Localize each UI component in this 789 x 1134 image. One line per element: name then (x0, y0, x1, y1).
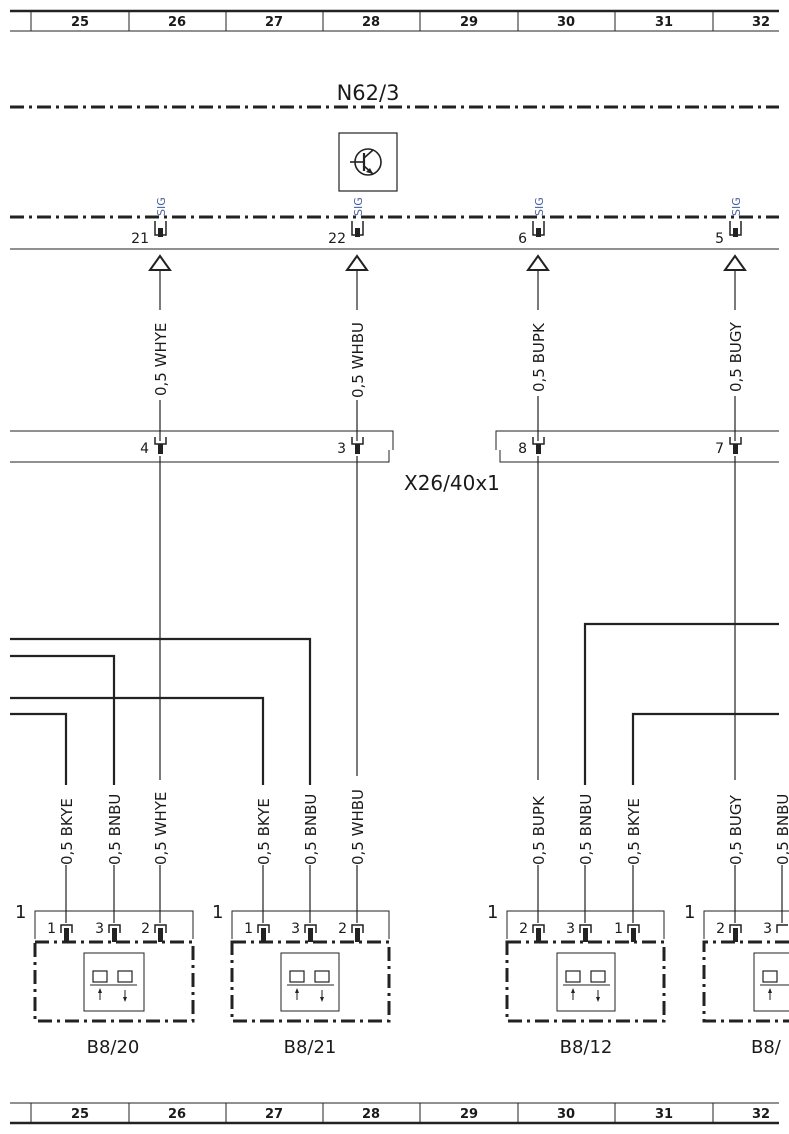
wire-label: 0,5 BUPK (530, 322, 548, 392)
supply-wires (10, 622, 779, 785)
transistor-icon (338, 132, 398, 192)
signal-label: SIG (155, 197, 168, 216)
column-label: 32 (752, 1107, 770, 1122)
ecu-name: N62/3 (337, 81, 400, 105)
column-label: 27 (265, 1107, 283, 1122)
wire-label: 0,5 BUGY (727, 321, 745, 392)
column-label: 29 (460, 15, 478, 30)
column-label: 28 (362, 15, 380, 30)
sensor-index: 1 (487, 902, 498, 923)
wire-label: 0,5 BKYE (58, 798, 76, 865)
column-label: 25 (71, 15, 89, 30)
wire-label: 0,5 BNBU (302, 794, 320, 865)
connector-pin-number: 8 (518, 441, 527, 457)
connector-pin-number: 3 (337, 441, 346, 457)
sensor-pin-number: 2 (716, 921, 725, 937)
sensor-name: B8/12 (560, 1037, 613, 1058)
column-label: 26 (168, 15, 186, 30)
sensor-pin-number: 3 (291, 921, 300, 937)
sensor-pin-number: 2 (338, 921, 347, 937)
sensor-pin-number: 1 (244, 921, 253, 937)
hall-sensor-icon (83, 952, 145, 1012)
signal-wires (159, 270, 736, 780)
sensor-pin-number: 3 (763, 921, 772, 937)
ecu-pin-number: 22 (328, 231, 346, 247)
signal-label: SIG (730, 197, 743, 216)
ecu-pin-number: 5 (715, 231, 724, 247)
wire-label: 0,5 BKYE (625, 798, 643, 865)
sensor-name: B8/20 (87, 1037, 140, 1058)
sensor-name: B8/ (751, 1037, 782, 1058)
sensor-name: B8/21 (284, 1037, 337, 1058)
top-column-ruler: 25 26 27 28 29 30 31 32 (10, 9, 779, 32)
test-point-icons (148, 254, 747, 271)
sensor-b8-20: 1 1 3 2 B8/20 (15, 902, 195, 1058)
hall-sensor-icon (280, 952, 340, 1012)
wire-label: 0,5 BUPK (530, 795, 548, 865)
column-label: 30 (557, 15, 575, 30)
bottom-column-ruler: 25 26 27 28 29 30 31 32 (10, 1102, 779, 1125)
connector-name: X26/40x1 (404, 471, 500, 495)
column-label: 27 (265, 15, 283, 30)
ecu-pin-number: 21 (131, 231, 149, 247)
sensor-pin-number: 1 (47, 921, 56, 937)
column-label: 31 (655, 1107, 673, 1122)
connector-pin-number: 4 (140, 441, 149, 457)
wire-label: 0,5 BNBU (774, 794, 789, 865)
sensor-index: 1 (212, 902, 223, 923)
hall-sensor-icon (556, 952, 616, 1012)
sensor-index: 1 (684, 902, 695, 923)
signal-label: SIG (533, 197, 546, 216)
sensor-pin-number: 1 (614, 921, 623, 937)
sensor-wire-stubs (65, 865, 783, 923)
sensor-b8-12: 1 2 3 1 B8/12 (487, 902, 666, 1058)
ecu-pin-row: 21 22 6 5 (10, 221, 779, 250)
wire-label: 0,5 BNBU (577, 794, 595, 865)
connector-pin-number: 7 (715, 441, 724, 457)
sensor-pin-number: 3 (566, 921, 575, 937)
column-label: 31 (655, 15, 673, 30)
sensor-b8-partial: 1 2 3 B8/ (684, 902, 789, 1058)
column-label: 26 (168, 1107, 186, 1122)
wire-label: 0,5 WHYE (152, 323, 170, 396)
wire-label: 0,5 WHBU (349, 789, 367, 865)
column-label: 29 (460, 1107, 478, 1122)
sensor-pin-number: 3 (95, 921, 104, 937)
column-label: 25 (71, 1107, 89, 1122)
column-label: 28 (362, 1107, 380, 1122)
sensor-b8-21: 1 1 3 2 B8/21 (212, 902, 391, 1058)
signal-label: SIG (352, 197, 365, 216)
wire-label: 0,5 WHBU (349, 322, 367, 398)
connector-x26-40x1: 4 3 8 7 X26/40x1 (10, 430, 779, 495)
sensor-pin-number: 2 (519, 921, 528, 937)
wire-label: 0,5 WHYE (152, 792, 170, 865)
sensor-pin-number: 2 (141, 921, 150, 937)
column-label: 30 (557, 1107, 575, 1122)
column-label: 32 (752, 15, 770, 30)
hall-sensor-icon (753, 952, 789, 1012)
ecu-n62-3: N62/3 (10, 81, 779, 219)
wire-label: 0,5 BKYE (255, 798, 273, 865)
sensor-index: 1 (15, 902, 26, 923)
wire-label: 0,5 BNBU (106, 794, 124, 865)
wire-label: 0,5 BUGY (727, 794, 745, 865)
ecu-pin-number: 6 (518, 231, 527, 247)
